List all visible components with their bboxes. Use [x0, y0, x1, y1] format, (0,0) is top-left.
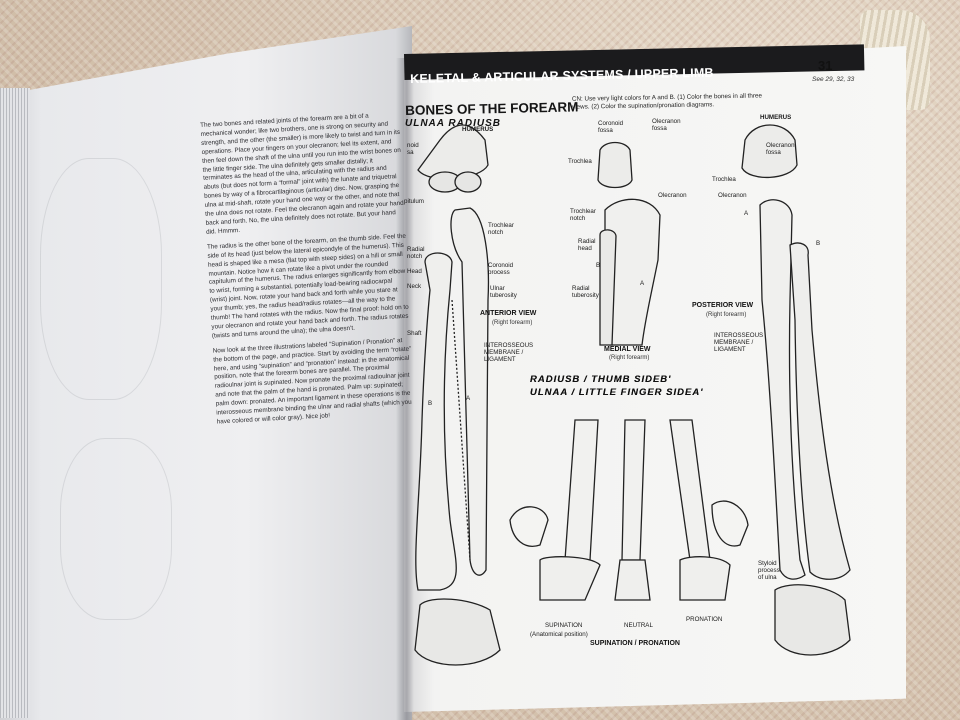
- label-trochlea-medial: Trochlea: [568, 158, 592, 165]
- label-supination-sub: (Anatomical position): [530, 631, 588, 638]
- label-radius-b-anterior: B: [428, 400, 433, 407]
- supination-pronation-caption: SUPINATION / PRONATION: [590, 640, 680, 647]
- anterior-ulna: [450, 207, 490, 576]
- label-coronoid-fossa-anterior: noid sa: [407, 142, 419, 156]
- anterior-view-subtitle: (Right forearm): [492, 320, 533, 326]
- trochlea-shape: [454, 171, 482, 193]
- posterior-humerus: [741, 124, 798, 179]
- label-neutral: NEUTRAL: [624, 622, 653, 629]
- label-head: Head: [407, 268, 422, 275]
- label-styloid-process: Styloid process of ulna: [758, 560, 780, 581]
- label-radius-b-medial: B: [596, 262, 601, 269]
- page-number: 31: [818, 58, 833, 73]
- ulna-radius-title: ULNAA RADIUSB: [405, 118, 501, 129]
- label-olecranon-medial: Olecranon: [658, 192, 687, 199]
- pronated-hand-sketch: [711, 500, 749, 547]
- pronation-forearm: [669, 419, 711, 561]
- anterior-humerus: [417, 124, 489, 180]
- anterior-radius: [415, 252, 457, 591]
- ulna-little-finger-title: ULNAA / LITTLE FINGER SIDEA': [530, 387, 704, 398]
- label-trochlear-notch-anterior: Trochlear notch: [488, 222, 514, 236]
- label-ulna-a-posterior: A: [744, 210, 749, 217]
- label-radius-b-posterior: B: [816, 240, 821, 247]
- anterior-view-title: ANTERIOR VIEW: [480, 310, 537, 317]
- posterior-radius: [789, 242, 851, 580]
- label-olecranon-fossa-medial: Olecranon fossa: [652, 118, 681, 132]
- label-shaft: Shaft: [407, 330, 422, 337]
- label-radial-tuberosity: Radial tuberosity: [572, 285, 599, 299]
- cross-reference: See 29, 32, 33: [812, 76, 855, 83]
- label-supination: SUPINATION: [545, 622, 583, 629]
- book-gutter: [396, 58, 414, 720]
- label-coronoid-process: Coronoid process: [488, 262, 514, 276]
- page-edges: [0, 88, 30, 718]
- medial-view-title: MEDIAL VIEW: [604, 346, 651, 353]
- pronation-hand: [679, 556, 731, 601]
- posterior-view-subtitle: (Right forearm): [706, 312, 747, 318]
- label-olecranon-posterior: Olecranon: [718, 192, 747, 199]
- label-humerus-posterior: HUMERUS: [760, 114, 792, 121]
- posterior-view-title: POSTERIOR VIEW: [692, 302, 754, 309]
- label-ulna-a-anterior: A: [466, 395, 471, 402]
- neutral-hand: [614, 559, 651, 601]
- radius-thumb-side-title: RADIUSB / THUMB SIDEB': [530, 374, 672, 385]
- label-radial-head: Radial head: [578, 238, 596, 252]
- label-ulnar-tuberosity: Ulnar tuberosity: [490, 285, 517, 299]
- label-humerus-anterior: HUMERUS: [462, 126, 494, 133]
- label-capitulum: pitulum: [404, 198, 424, 205]
- label-interosseous-posterior: INTEROSSEOUS MEMBRANE / LIGAMENT: [714, 332, 764, 353]
- posterior-ulna: [759, 199, 806, 580]
- label-olecranon-fossa-posterior: Olecranon fossa: [766, 142, 795, 156]
- anterior-carpals: [414, 598, 501, 666]
- label-trochlea-posterior: Trochlea: [712, 176, 736, 183]
- medial-radius: [599, 229, 617, 346]
- supinated-palm-sketch: [509, 506, 549, 547]
- show-through-diagram: [40, 158, 162, 400]
- label-coronoid-fossa-medial: Coronoid fossa: [598, 120, 624, 134]
- label-radial-notch: Radial notch: [407, 246, 425, 260]
- label-pronation: PRONATION: [686, 616, 723, 623]
- medial-humerus: [597, 141, 633, 189]
- medial-view-subtitle: (Right forearm): [609, 355, 650, 361]
- posterior-carpals: [774, 584, 851, 656]
- label-ulna-a-medial: A: [640, 280, 645, 287]
- show-through-diagram: [60, 438, 172, 620]
- anterior-interosseous: [451, 299, 471, 561]
- neutral-forearm: [621, 419, 646, 561]
- supination-hand: [539, 556, 601, 601]
- label-interosseous-anterior: INTEROSSEOUS MEMBRANE / LIGAMENT: [484, 342, 534, 363]
- label-trochlear-notch-medial: Trochlear notch: [570, 208, 596, 222]
- supination-forearm: [564, 419, 599, 561]
- label-neck: Neck: [407, 283, 422, 290]
